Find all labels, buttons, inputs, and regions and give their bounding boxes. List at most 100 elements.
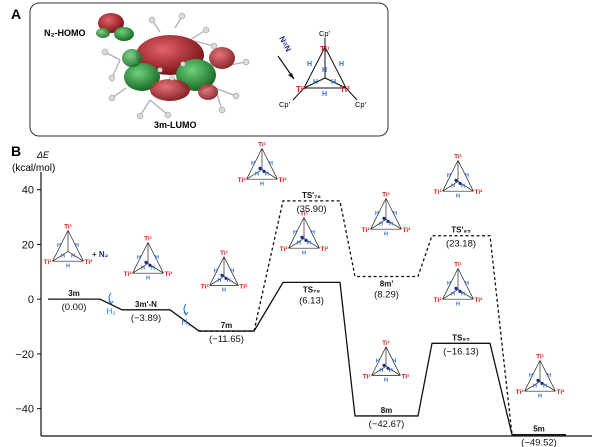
ti-atom-label: Ti² xyxy=(44,259,53,266)
ti-atom-label: Ti² xyxy=(124,271,133,278)
ti-atom-label: Ti² xyxy=(239,283,248,290)
state-label: TS'₇₈ xyxy=(302,191,321,200)
scheme-ti2-right: Ti² xyxy=(340,85,350,94)
n-atom xyxy=(536,378,540,382)
h-atom-label: H xyxy=(297,241,301,247)
state-label: 3m'-N xyxy=(135,300,157,309)
bond-line xyxy=(442,289,459,300)
h-atom-label: H xyxy=(57,243,61,249)
h-atom-label: H xyxy=(376,358,380,364)
ti-atom-label: Ti² xyxy=(434,297,443,304)
h-atom-label: H xyxy=(379,222,383,228)
ti-atom-label: Ti¹ xyxy=(536,353,544,360)
ti-atom-label: Ti¹ xyxy=(382,340,390,347)
scheme-h: H xyxy=(313,79,318,86)
ti-atom-label: Ti² xyxy=(164,271,173,278)
h-atom-label: H xyxy=(384,377,388,383)
ti-atom-label: Ti² xyxy=(474,189,483,196)
bond-line xyxy=(246,148,263,180)
scheme-h: H xyxy=(339,61,344,68)
h-atom-label: H xyxy=(222,287,226,293)
h-atom-label: H xyxy=(533,384,537,390)
ti-atom-label: Ti¹ xyxy=(454,153,462,160)
ti-atom-label: Ti¹ xyxy=(258,141,266,148)
state-energy-value: (−11.65) xyxy=(209,334,244,345)
h2-release-label: H₂ xyxy=(107,307,116,316)
y-tick-label: 0 xyxy=(28,294,34,306)
n-atom xyxy=(382,216,386,220)
bond-line xyxy=(67,251,84,262)
h-atom-label: H xyxy=(61,254,65,260)
h-atom-label: H xyxy=(269,161,273,167)
n-atom xyxy=(454,178,458,182)
state-energy-value: (0.00) xyxy=(62,302,87,313)
n-atom xyxy=(220,273,224,277)
h-atom-label: H xyxy=(141,266,145,272)
h-atom-label: H xyxy=(146,275,150,281)
n-atom xyxy=(458,181,462,185)
n-atom xyxy=(386,219,390,223)
bond-line xyxy=(246,169,263,180)
state-label: 8m xyxy=(381,406,393,415)
bond-line xyxy=(303,217,320,249)
h-atom-label: H xyxy=(547,373,551,379)
h-atom-label: H xyxy=(389,222,393,228)
h-atom-label: H xyxy=(379,368,383,374)
bond-line xyxy=(524,360,541,392)
h-atom-label: H xyxy=(230,268,234,274)
bond-line xyxy=(385,346,401,376)
n-atom xyxy=(258,166,262,170)
h-atom-label: H xyxy=(227,278,231,284)
state-energy-value: (6.13) xyxy=(299,295,324,306)
state-label: 5m xyxy=(533,425,545,434)
state-energy-value: (−16.13) xyxy=(443,346,479,357)
state-label: TS₈₅ xyxy=(452,333,470,342)
state-energy-value: (8.29) xyxy=(374,289,399,300)
h-atom-label: H xyxy=(456,193,460,199)
ti-atom-label: Ti² xyxy=(402,227,411,234)
bond-line xyxy=(442,181,459,192)
ti-atom-label: Ti² xyxy=(280,246,289,253)
ti-atom-label: Ti¹ xyxy=(144,235,152,242)
h-atom-label: H xyxy=(465,173,469,179)
y-unit-label: (kcal/mol) xyxy=(12,163,55,174)
h-atom-label: H xyxy=(311,230,315,236)
bond-line xyxy=(132,263,149,274)
h2-release-arrow xyxy=(183,311,189,316)
n-atom xyxy=(300,235,304,239)
h-atom-label: H xyxy=(389,368,393,374)
h-atom-label: H xyxy=(465,281,469,287)
h-atom-label: H xyxy=(392,358,396,364)
ti-atom-label: Ti² xyxy=(84,259,93,266)
n2-approach-scheme: N≡N Cp' Cp' Cp' Ti¹ Ti² Ti² H H xyxy=(277,29,366,109)
n-atom xyxy=(262,169,266,173)
scheme-h: H xyxy=(331,79,336,86)
h-atom-label: H xyxy=(155,255,159,261)
bond-line xyxy=(132,242,149,274)
n-atom xyxy=(144,260,148,264)
n2-homo-orbital-image xyxy=(96,13,134,41)
ti-atom-label: Ti² xyxy=(363,373,372,380)
n2-addition-label: + N₂ xyxy=(92,250,109,259)
h-atom-label: H xyxy=(393,211,397,217)
energy-profile: 3m(0.00)3m'-N(−3.89)7m(−11.65)TS₇₈(6.13)… xyxy=(48,191,566,447)
h-atom-label: H xyxy=(265,172,269,178)
ti-atom-label: Ti² xyxy=(320,246,329,253)
bond-line xyxy=(261,148,278,180)
bond-line xyxy=(385,198,402,230)
scheme-h: H xyxy=(307,61,312,68)
y-unit-symbol: ΔE xyxy=(36,150,50,160)
ti-atom-label: Ti² xyxy=(278,177,287,184)
bond-line xyxy=(371,366,387,376)
h-atom-label: H xyxy=(75,243,79,249)
ti-atom-label: Ti² xyxy=(516,389,525,396)
h-atom-label: H xyxy=(543,384,547,390)
bond-line xyxy=(539,360,556,392)
ti-atom-label: Ti² xyxy=(201,283,210,290)
